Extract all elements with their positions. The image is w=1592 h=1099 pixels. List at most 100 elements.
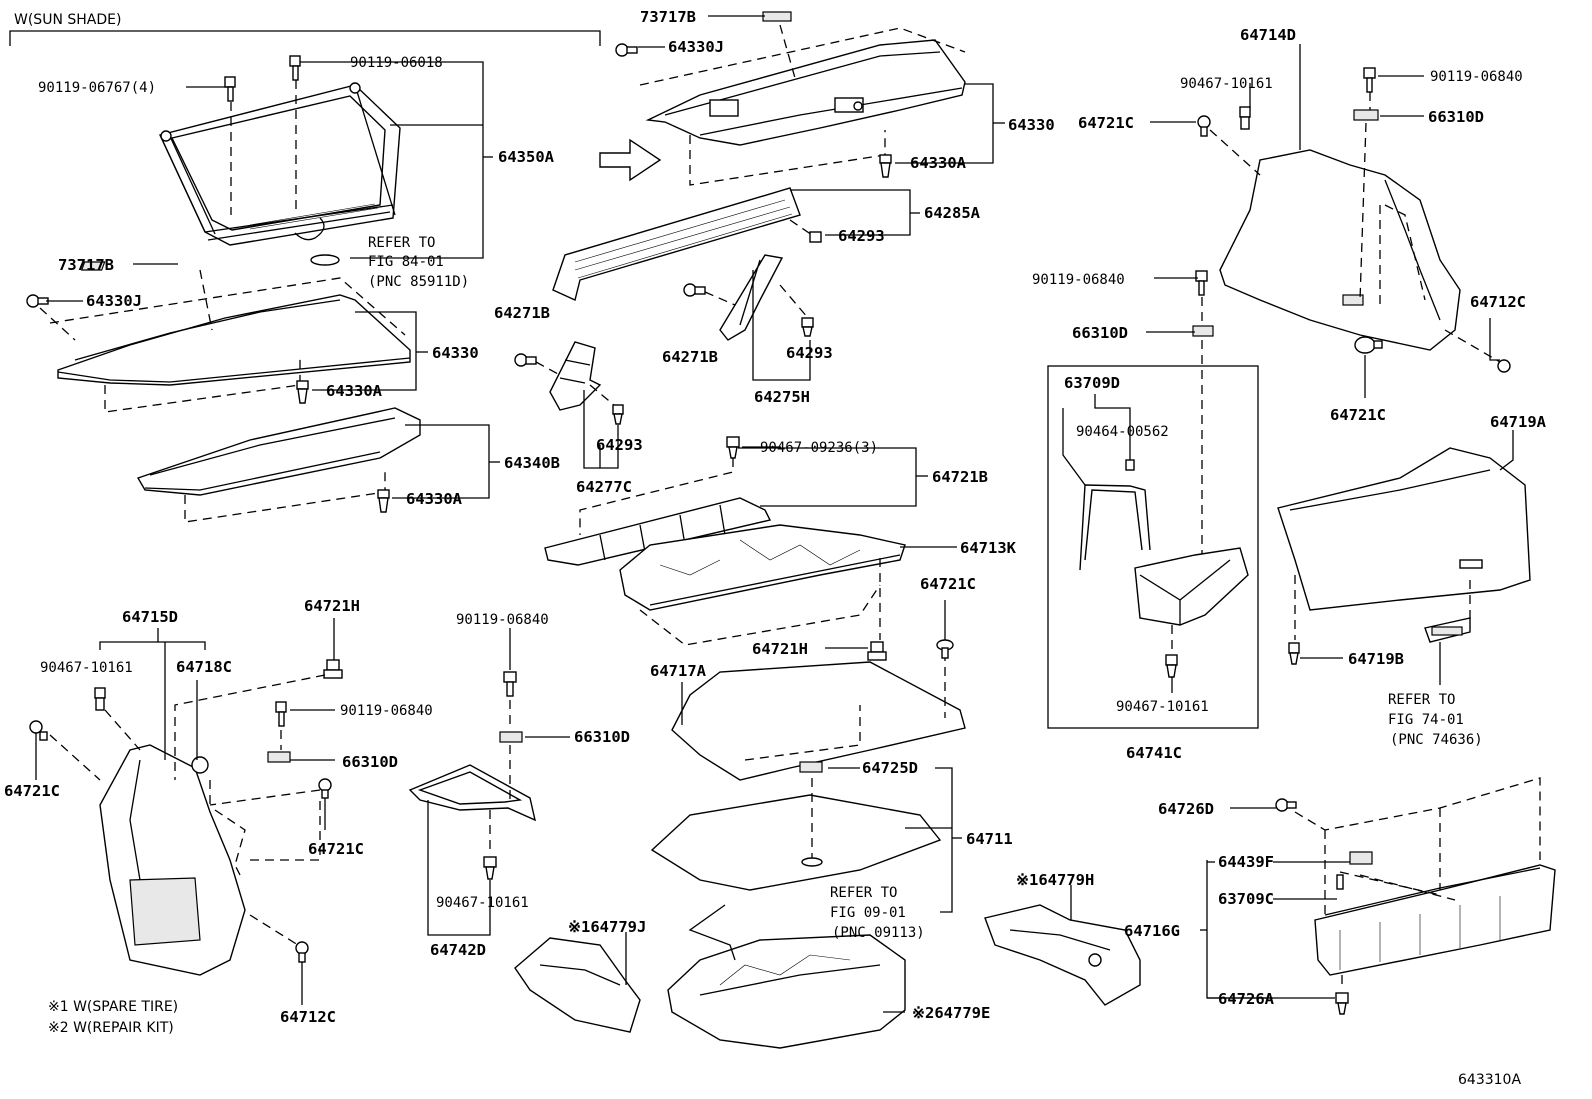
callout-64721b[interactable]: 64721B — [932, 468, 988, 486]
refer-09-01-line1: REFER TO — [830, 885, 897, 901]
callout-90119-06840-top-right[interactable]: 90119-06840 — [1430, 69, 1523, 85]
callout-90119-06840-right[interactable]: 90119-06840 — [1032, 272, 1125, 288]
foam-block-64779h[interactable] — [984, 904, 1141, 1006]
callout-64271b-center[interactable]: 64271B — [662, 348, 718, 366]
callout-64712c-right[interactable]: 64712C — [1470, 293, 1526, 311]
package-tray-trim-center[interactable] — [645, 39, 966, 146]
callout-66310d-left[interactable]: 66310D — [342, 753, 398, 771]
clip-90119-06840-right — [1192, 270, 1214, 585]
callout-64330a-lower[interactable]: 64330A — [406, 490, 463, 508]
callout-64350a[interactable]: 64350A — [498, 148, 555, 166]
callout-64718c[interactable]: 64718C — [176, 658, 232, 676]
sunshade-assembly[interactable] — [159, 82, 401, 266]
callout-64721c-right-top[interactable]: 64721C — [1078, 114, 1134, 132]
callout-64714d[interactable]: 64714D — [1240, 26, 1296, 44]
callout-73717b-left[interactable]: 73717B — [58, 256, 114, 274]
callout-66310d-mid[interactable]: 66310D — [574, 728, 630, 746]
callout-64330-top[interactable]: 64330 — [1008, 116, 1055, 134]
refer-84-01-line2: FIG 84-01 — [368, 254, 444, 270]
callout-64715d[interactable]: 64715D — [122, 608, 178, 626]
callout-90467-10161-mid[interactable]: 90467-10161 — [436, 895, 529, 911]
callout-90119-06018[interactable]: 90119-06018 — [350, 55, 443, 71]
fastener-64330j-left — [26, 294, 49, 308]
callout-64719a[interactable]: 64719A — [1490, 413, 1547, 431]
side-trim-64714d[interactable] — [1219, 149, 1461, 351]
callout-64726a[interactable]: 64726A — [1218, 990, 1275, 1008]
callout-64721c-left-lower[interactable]: 64721C — [308, 840, 364, 858]
refer-74-01-line3: (PNC 74636) — [1390, 732, 1483, 748]
storage-tray-64779e[interactable] — [667, 904, 906, 1049]
callout-64330j-top[interactable]: 64330J — [668, 38, 724, 56]
callout-64717a[interactable]: 64717A — [650, 662, 707, 680]
lower-tray-trim-64340b[interactable] — [136, 407, 421, 496]
callout-90464-00562[interactable]: 90464-00562 — [1076, 424, 1169, 440]
refer-09-01-line3: (PNC 09113) — [832, 925, 925, 941]
floor-mat-64717a[interactable] — [671, 661, 966, 781]
callout-64721c-center[interactable]: 64721C — [920, 575, 976, 593]
callout-64712c-left[interactable]: 64712C — [280, 1008, 336, 1026]
callout-90467-10161-box[interactable]: 90467-10161 — [1116, 699, 1209, 715]
callout-66310d-right[interactable]: 66310D — [1072, 324, 1128, 342]
box-bracket-63709d[interactable] — [1079, 484, 1151, 571]
tray-frame-64742d[interactable] — [408, 764, 536, 822]
callout-90467-10161-left[interactable]: 90467-10161 — [40, 660, 133, 676]
callout-64277c[interactable]: 64277C — [576, 478, 632, 496]
callout-64275h[interactable]: 64275H — [754, 388, 810, 406]
legend-repair-kit: ※2 W(REPAIR KIT) — [48, 1020, 174, 1036]
callout-64293-upper[interactable]: 64293 — [838, 227, 885, 245]
foam-block-64779j[interactable] — [514, 937, 641, 1033]
callout-90119-06840-mid[interactable]: 90119-06840 — [456, 612, 549, 628]
callout-64742d[interactable]: 64742D — [430, 941, 486, 959]
callout-64779h[interactable]: ※164779H — [1016, 871, 1094, 889]
side-trim-64715d[interactable] — [99, 744, 246, 976]
callout-63709c[interactable]: 63709C — [1218, 890, 1274, 908]
callout-64725d[interactable]: 64725D — [862, 759, 918, 777]
callout-64713k[interactable]: 64713K — [960, 539, 1017, 557]
sill-plate-fasteners — [1275, 798, 1373, 1015]
callout-64719b[interactable]: 64719B — [1348, 650, 1404, 668]
floor-board-64713k[interactable] — [619, 524, 906, 611]
callout-90119-06840-left[interactable]: 90119-06840 — [340, 703, 433, 719]
callout-64330a-top[interactable]: 64330A — [910, 154, 967, 172]
callout-64721h-center[interactable]: 64721H — [752, 640, 808, 658]
handle-74636[interactable] — [1424, 617, 1471, 643]
package-tray-trim-left[interactable] — [57, 261, 411, 386]
callout-64779e[interactable]: ※264779E — [912, 1004, 990, 1022]
storage-box-64741c[interactable] — [1134, 547, 1249, 650]
callout-64716g[interactable]: 64716G — [1124, 922, 1180, 940]
clip-90464-00562 — [1125, 459, 1135, 471]
deck-board-64711[interactable] — [650, 761, 942, 891]
callout-64711[interactable]: 64711 — [966, 830, 1013, 848]
fastener-64330j-center — [615, 43, 638, 57]
callout-64293-mid[interactable]: 64293 — [786, 344, 833, 362]
callout-64330a-left[interactable]: 64330A — [326, 382, 383, 400]
callout-66310d-top-right[interactable]: 66310D — [1428, 108, 1484, 126]
callout-64271b-left[interactable]: 64271B — [494, 304, 550, 322]
callout-73717b-top[interactable]: 73717B — [640, 8, 696, 26]
screw-64271b-left — [514, 353, 561, 376]
callout-64721c-right-lower[interactable]: 64721C — [1330, 406, 1386, 424]
callout-90119-06767[interactable]: 90119-06767(4) — [38, 80, 156, 96]
clip-64330a-left — [296, 380, 309, 404]
callout-64285a[interactable]: 64285A — [924, 204, 981, 222]
trim-panel-64285a[interactable] — [552, 187, 801, 301]
callout-64439f[interactable]: 64439F — [1218, 853, 1274, 871]
callout-64293-lower[interactable]: 64293 — [596, 436, 643, 454]
bracket-64277c[interactable] — [549, 341, 602, 411]
trim-strip-64721b[interactable] — [544, 497, 772, 566]
door-trim-64719a[interactable] — [1277, 447, 1531, 640]
refer-84-01-line1: REFER TO — [368, 235, 435, 251]
callout-64340b[interactable]: 64340B — [504, 454, 560, 472]
callout-64721h-left[interactable]: 64721H — [304, 597, 360, 615]
callout-64779j[interactable]: ※164779J — [568, 918, 646, 936]
callout-90467-10161-right[interactable]: 90467-10161 — [1180, 76, 1273, 92]
callout-64726d[interactable]: 64726D — [1158, 800, 1214, 818]
callout-64330-left[interactable]: 64330 — [432, 344, 479, 362]
callout-64741c[interactable]: 64741C — [1126, 744, 1182, 762]
sill-plate-64716g[interactable] — [1314, 864, 1556, 976]
callout-64330j-left[interactable]: 64330J — [86, 292, 142, 310]
callout-63709d[interactable]: 63709D — [1064, 374, 1120, 392]
bracket-64275h[interactable] — [719, 254, 784, 341]
callout-64721c-left[interactable]: 64721C — [4, 782, 60, 800]
callout-90467-09236[interactable]: 90467-09236(3) — [760, 440, 878, 456]
